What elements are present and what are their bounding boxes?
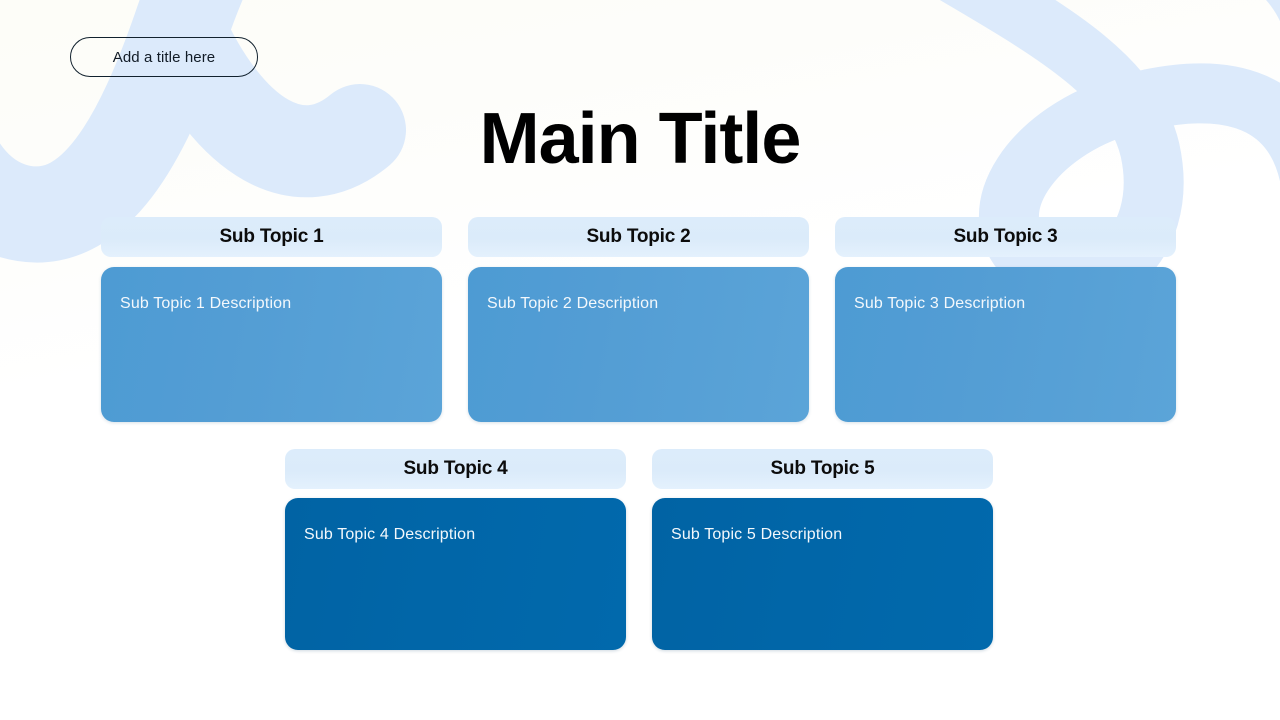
topic-card-1[interactable]: Sub Topic 1 Description	[101, 267, 442, 422]
page-title: Main Title	[479, 99, 802, 179]
add-title-button[interactable]: Add a title here	[70, 37, 258, 77]
topic-row-2: Sub Topic 4 Sub Topic 4 Description Sub …	[285, 449, 993, 650]
topic-row-1: Sub Topic 1 Sub Topic 1 Description Sub …	[101, 217, 1176, 422]
topic-column-3: Sub Topic 3 Sub Topic 3 Description	[835, 217, 1176, 422]
topic-column-5: Sub Topic 5 Sub Topic 5 Description	[652, 449, 993, 650]
topic-card-3[interactable]: Sub Topic 3 Description	[835, 267, 1176, 422]
topic-header-4[interactable]: Sub Topic 4	[285, 449, 626, 489]
topic-header-3[interactable]: Sub Topic 3	[835, 217, 1176, 257]
add-title-label: Add a title here	[112, 48, 216, 66]
topic-card-5[interactable]: Sub Topic 5 Description	[652, 498, 993, 650]
topic-column-4: Sub Topic 4 Sub Topic 4 Description	[285, 449, 626, 650]
topic-header-5[interactable]: Sub Topic 5	[652, 449, 993, 489]
topic-card-2[interactable]: Sub Topic 2 Description	[468, 267, 809, 422]
topic-column-2: Sub Topic 2 Sub Topic 2 Description	[468, 217, 809, 422]
topic-column-1: Sub Topic 1 Sub Topic 1 Description	[101, 217, 442, 422]
topic-header-1[interactable]: Sub Topic 1	[101, 217, 442, 257]
topic-header-2[interactable]: Sub Topic 2	[468, 217, 809, 257]
topic-card-4[interactable]: Sub Topic 4 Description	[285, 498, 626, 650]
